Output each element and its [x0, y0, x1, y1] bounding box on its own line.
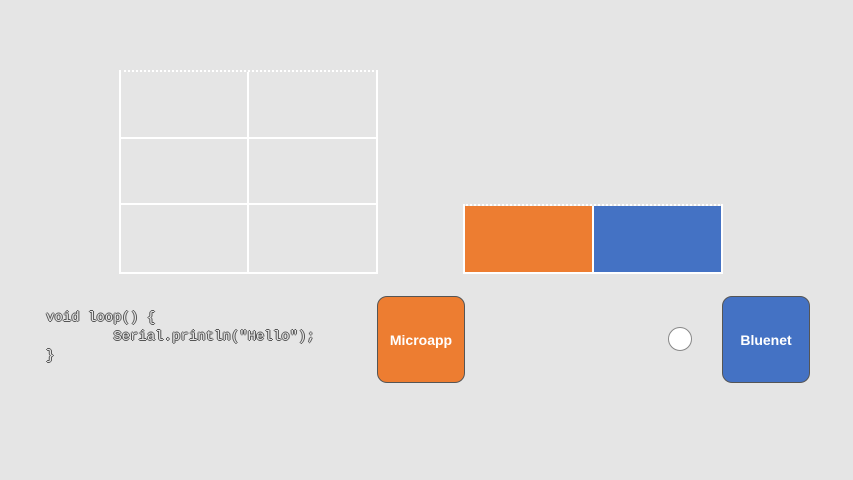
code-line: } — [46, 348, 55, 364]
bar-segment-bluenet — [592, 206, 721, 272]
grid-cell — [248, 139, 376, 206]
bluenet-box: Bluenet — [722, 296, 810, 383]
connector-circle — [668, 327, 692, 351]
bar-segment-microapp — [465, 206, 592, 272]
microapp-label: Microapp — [389, 331, 453, 348]
code-line: Serial.println("Hello"); — [46, 329, 315, 345]
grid-cell — [121, 205, 249, 272]
code-line: void loop() { — [46, 310, 156, 326]
grid-cell — [121, 138, 249, 206]
grid-cell — [121, 72, 249, 139]
memory-grid — [119, 70, 378, 274]
grid-cell — [248, 72, 376, 139]
memory-bar — [463, 204, 723, 274]
microapp-box: Microapp — [377, 296, 465, 383]
code-snippet: void loop() { Serial.println("Hello"); } — [46, 309, 315, 366]
bluenet-label: Bluenet — [740, 331, 792, 348]
grid-cell — [249, 205, 377, 272]
